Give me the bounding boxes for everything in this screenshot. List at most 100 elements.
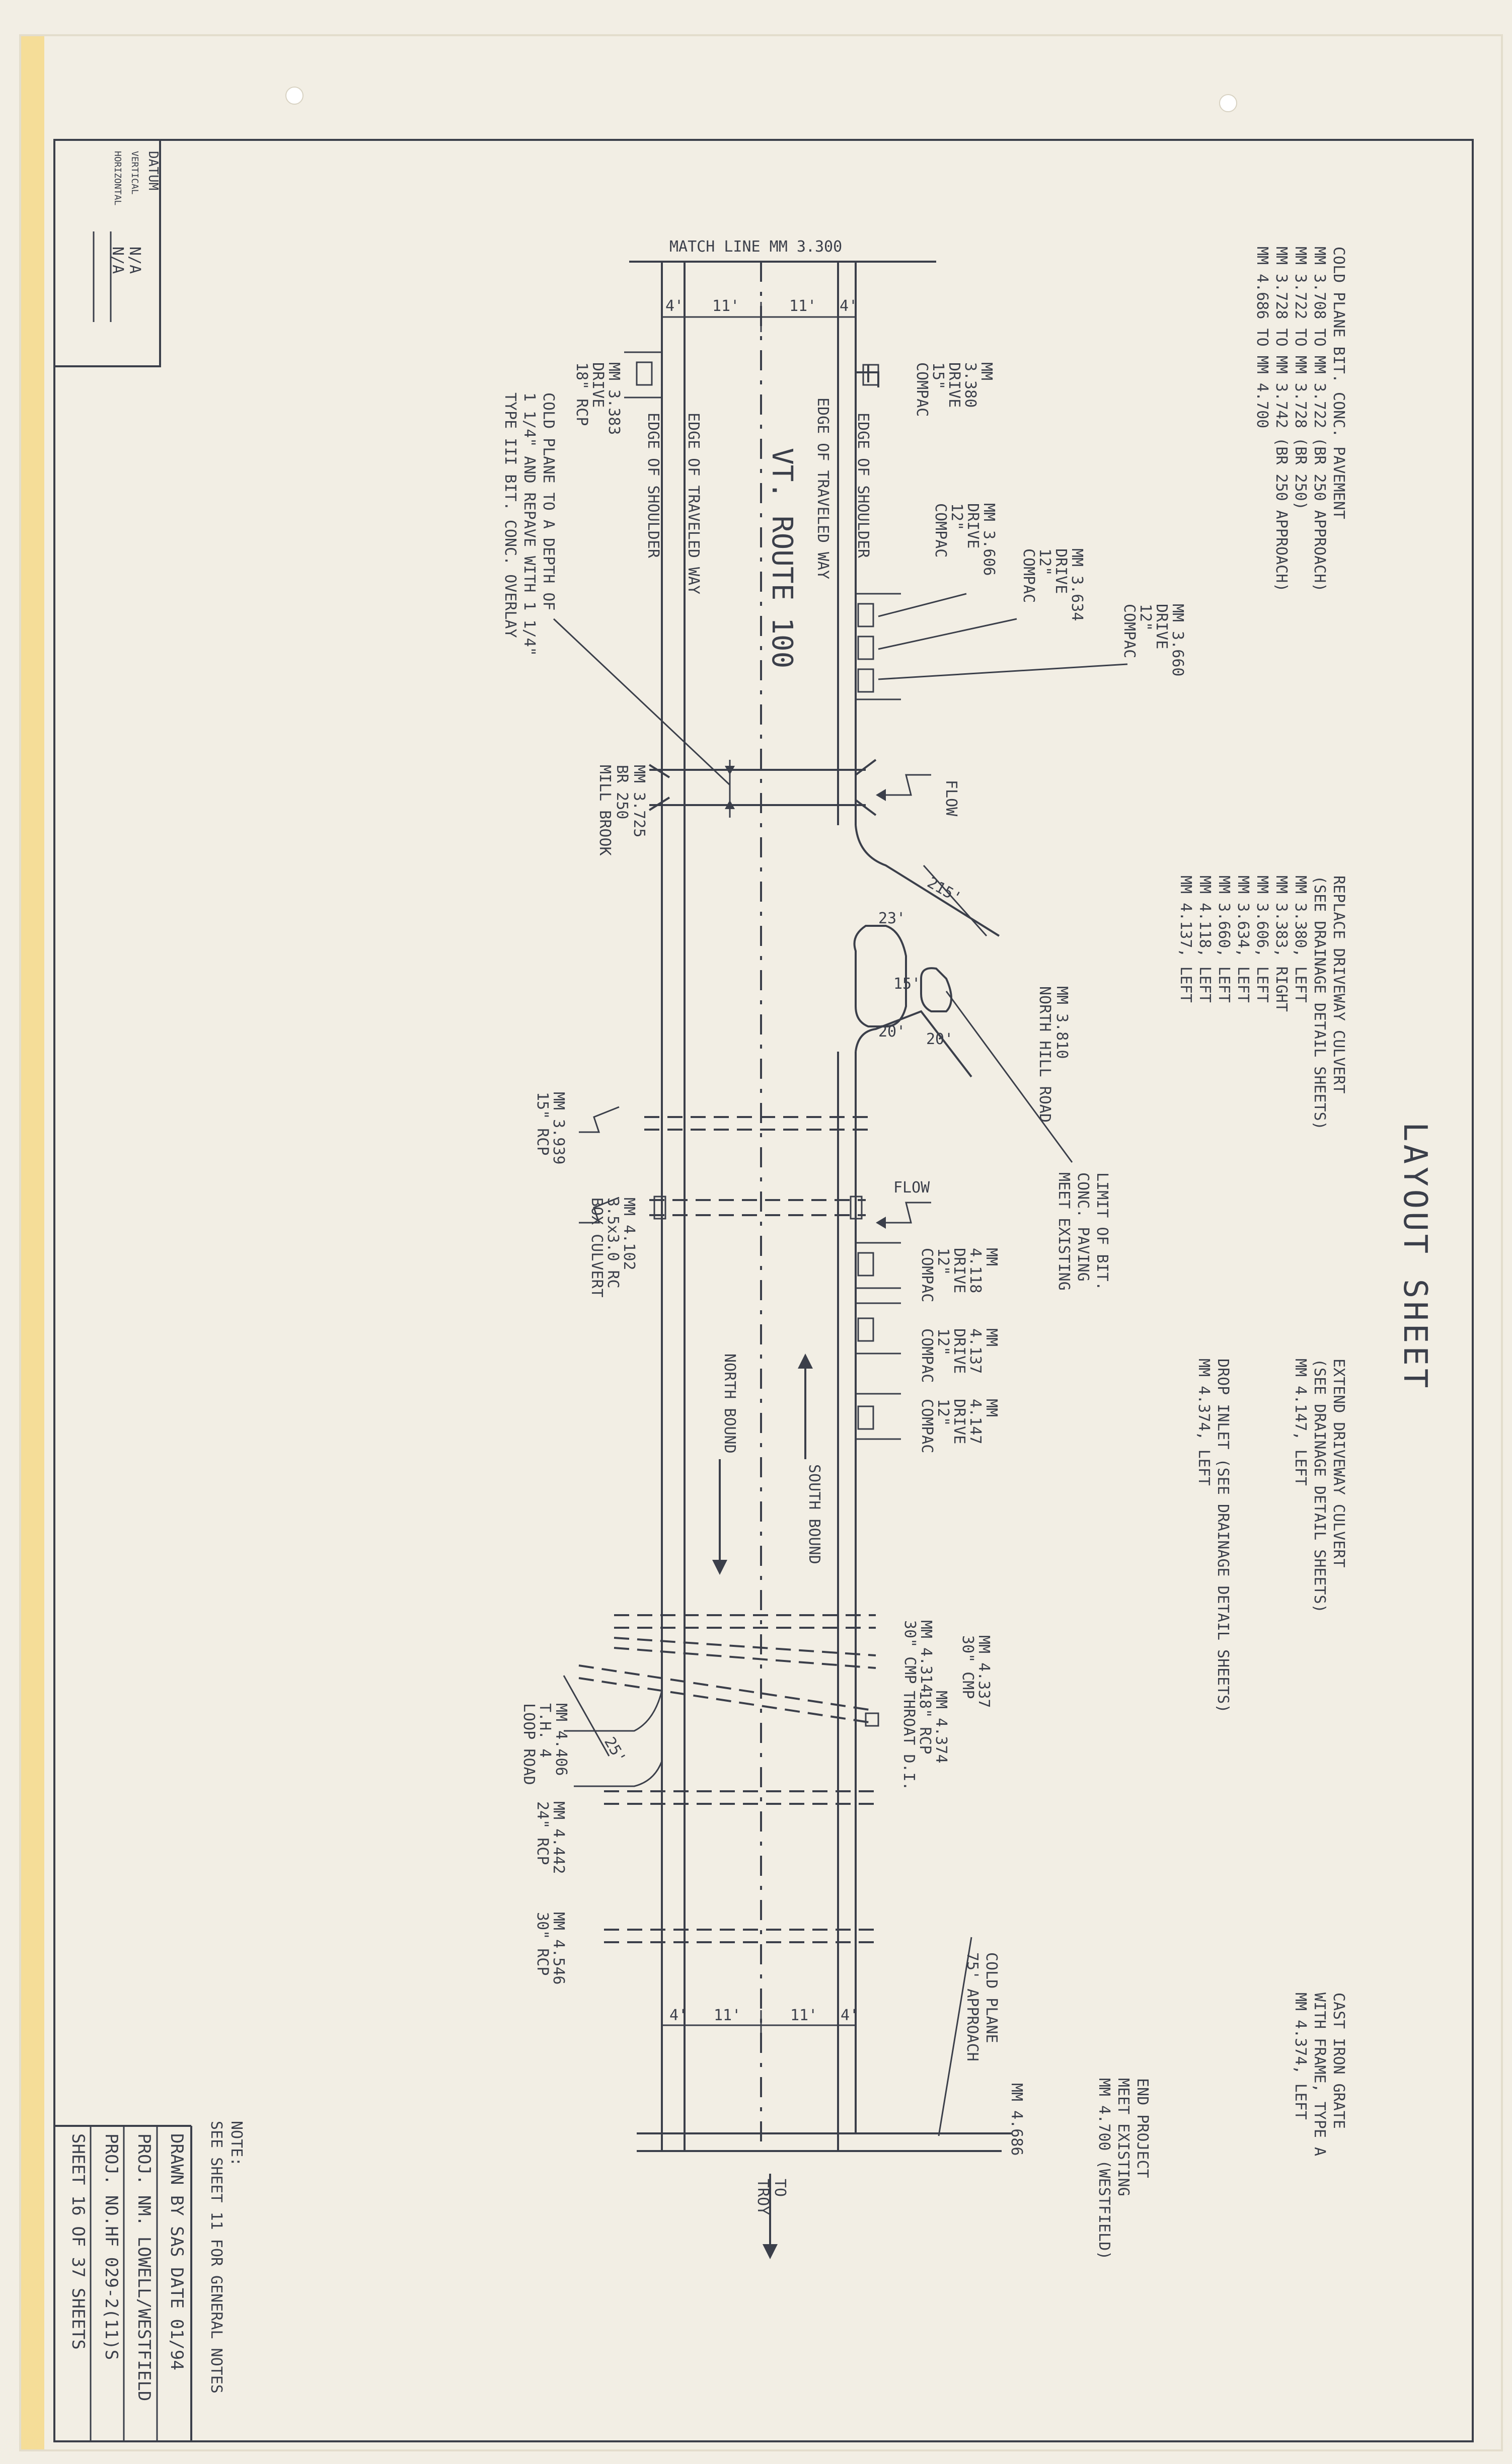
north-bound-label: NORTH BOUND — [721, 1354, 738, 1454]
title-block: DRAWN BY SAS DATE 01/94 PROJ. NM. LOWELL… — [54, 2125, 192, 2441]
dim-top-3: 11' — [789, 297, 816, 315]
replace-culvert-heading: REPLACE DRIVEWAY CULVERT — [1330, 876, 1347, 1093]
drive-3380-line-1: MM — [977, 362, 995, 380]
culvert-4337-line-2: 30" CMP — [959, 1635, 976, 1699]
drive-4137-line-1: MM — [982, 1328, 1000, 1346]
dim-20b: 20' — [926, 1030, 953, 1048]
culvert-3939-label: MM 3.939 15" RCP — [534, 1092, 567, 1165]
drive-4137-line-5: COMPAC — [918, 1328, 936, 1383]
edge-of-traveled-way-label-right: EDGE OF TRAVELED WAY — [685, 413, 702, 594]
drive-3606-label: MM 3.606 DRIVE 12" COMPAC — [932, 503, 998, 576]
drive-3660-line-4: COMPAC — [1120, 604, 1138, 658]
culvert-4374 — [578, 1664, 876, 1712]
cold-plane-line-1: MM 3.708 TO MM 3.722 (BR 250 APPROACH) — [1311, 247, 1328, 592]
drive-3634-label: MM 3.634 DRIVE 12" COMPAC — [1020, 548, 1086, 621]
flow-label-2: FLOW — [893, 1179, 930, 1197]
extend-culvert-line-1: MM 4.147, LEFT — [1292, 1359, 1309, 1486]
drive-4137-label: MM 4.137 DRIVE 12" COMPAC — [918, 1328, 1000, 1383]
grate-notes: CAST IRON GRATE WITH FRAME, TYPE A MM 4.… — [1292, 1993, 1347, 2156]
culvert-4442-line-2: 24" RCP — [534, 1801, 551, 1865]
edge-of-shoulder-label-right: EDGE OF SHOULDER — [644, 413, 662, 559]
cold-plane-line-4: MM 4.686 TO MM 4.700 — [1253, 247, 1271, 428]
culvert-4337-label: MM 4.337 30" CMP — [959, 1635, 993, 1708]
datum-vertical-label: VERTICAL — [129, 151, 140, 195]
drop-inlet-line-1: MM 4.374, LEFT — [1195, 1359, 1213, 1486]
drive-4147-line-3: DRIVE — [950, 1399, 968, 1444]
grate-heading: CAST IRON GRATE — [1330, 1993, 1347, 2129]
north-hill-road-intersection: 215' 23' 15' 20' 20' — [853, 825, 1073, 1163]
drive-3383-line-3: 18" RCP — [573, 362, 590, 426]
culvert-4374-line-2: 18" RCP — [916, 1691, 934, 1754]
drive-4137-line-3: DRIVE — [950, 1328, 968, 1374]
drive-3606-line-2: DRIVE — [964, 503, 981, 548]
north-hill-road-line-2: NORTH HILL ROAD — [1036, 986, 1053, 1123]
drive-4118-line-4: 12" — [934, 1248, 952, 1275]
drive-culverts — [624, 351, 901, 1440]
flow-label-1: FLOW — [942, 780, 960, 817]
bridge-label-line-2: BR 250 — [613, 765, 631, 819]
replace-culvert-line-3: MM 3.606, LEFT — [1253, 876, 1271, 1003]
datum-heading: DATUM — [145, 151, 161, 190]
punch-hole-right — [1219, 94, 1237, 112]
drive-3634-line-4: COMPAC — [1020, 548, 1037, 603]
flow-arrows — [579, 774, 931, 1229]
drive-4118-line-2: 4.118 — [966, 1248, 984, 1293]
cross-culverts — [578, 1116, 879, 1943]
grate-line-1: MM 4.374, LEFT — [1292, 1993, 1309, 2120]
drive-3634-line-1: MM 3.634 — [1068, 548, 1086, 621]
note-heading: NOTE: — [228, 2121, 245, 2166]
culvert-4102-line-1: MM 4.102 — [620, 1198, 638, 1270]
bridge-label: MM 3.725 BR 250 MILL BROOK — [596, 765, 648, 856]
drive-3383-line-2: DRIVE — [589, 362, 607, 408]
dim-bottom-2: 11' — [714, 2007, 741, 2024]
drive-3380-line-2: 3.380 — [961, 362, 979, 408]
north-hill-road-label: MM 3.810 NORTH HILL ROAD — [1036, 986, 1071, 1123]
edge-of-shoulder-label-left: EDGE OF SHOULDER — [854, 413, 872, 559]
end-project-line-3: MM 4.700 (WESTFIELD) — [1095, 2078, 1113, 2260]
datum-horizontal-label: HORIZONTAL — [112, 151, 123, 206]
dim-top-2: 11' — [712, 297, 739, 315]
cold-plane-approach-line-1: COLD PLANE — [982, 1952, 1000, 2043]
culvert-4406-line-3: LOOP ROAD — [520, 1703, 538, 1785]
culvert-4374-label: MM 4.374 18" RCP THROAT D.I. — [900, 1691, 950, 1791]
to-troy-arrow-icon — [763, 2244, 778, 2259]
culvert-4442-label: MM 4.442 24" RCP — [534, 1801, 567, 1874]
north-hill-road-line-1: MM 3.810 — [1053, 986, 1071, 1059]
culvert-4337-line-1: MM 4.337 — [975, 1635, 993, 1708]
culvert-4102-line-2: 3.5x3.0 RC — [604, 1198, 622, 1289]
bridge-label-line-3: MILL BROOK — [596, 765, 614, 856]
drive-4137-culvert — [857, 1317, 874, 1342]
replace-culvert-subheading: (SEE DRAINAGE DETAIL SHEETS) — [1311, 876, 1328, 1130]
page-title: LAYOUT SHEET — [1396, 1122, 1433, 1391]
drive-3380-line-3: DRIVE — [945, 362, 963, 408]
culvert-4102-line-3: BOX CULVERT — [588, 1198, 606, 1298]
drop-inlet-heading: DROP INLET (SEE DRAINAGE DETAIL SHEETS) — [1214, 1359, 1232, 1713]
cold-plane-depth-line-3: TYPE III BIT. CONC. OVERLAY — [501, 392, 519, 638]
general-note: NOTE: SEE SHEET 11 FOR GENERAL NOTES — [207, 2121, 245, 2394]
datum-vertical-value: N/A — [126, 247, 143, 274]
culvert-4406-label: MM 4.406 T.H. 4 LOOP ROAD — [520, 1703, 570, 1785]
culvert-4546-label: MM 4.546 30" RCP — [534, 1912, 567, 1985]
top-dimensions: 4' 11' 11' 4' — [661, 297, 858, 332]
cold-plane-depth-line-2: 1 1/4" AND REPAVE WITH 1 1/4" — [520, 392, 538, 656]
edge-of-traveled-way-label-left: EDGE OF TRAVELED WAY — [814, 398, 831, 579]
title-block-project-number: PROJ. NO.HF 029-2(11)S — [101, 2133, 121, 2360]
drive-3660-label: MM 3.660 DRIVE 12" COMPAC — [1120, 604, 1186, 677]
drive-3634-culvert — [857, 635, 874, 660]
sheet-border — [53, 139, 1474, 2442]
replace-culvert-notes: REPLACE DRIVEWAY CULVERT (SEE DRAINAGE D… — [1177, 876, 1347, 1130]
grate-subheading: WITH FRAME, TYPE A — [1311, 1993, 1328, 2156]
culvert-4442-line-1: MM 4.442 — [550, 1801, 567, 1874]
drive-3606-line-4: COMPAC — [932, 503, 949, 558]
drop-inlet-notes: DROP INLET (SEE DRAINAGE DETAIL SHEETS) … — [1195, 1359, 1232, 1713]
cold-plane-depth-note: COLD PLANE TO A DEPTH OF 1 1/4" AND REPA… — [501, 392, 557, 656]
south-bound-arrow-icon — [798, 1354, 813, 1369]
bridge-label-line-1: MM 3.725 — [630, 765, 648, 838]
note-text: SEE SHEET 11 FOR GENERAL NOTES — [207, 2121, 225, 2394]
culvert-4406-line-2: T.H. 4 — [536, 1703, 554, 1758]
drive-3380-line-4: 15" — [929, 362, 947, 389]
drive-4147-line-5: COMPAC — [918, 1399, 936, 1453]
culvert-4406-line-1: MM 4.406 — [552, 1703, 570, 1776]
to-troy-line-2: TROY — [754, 2179, 772, 2215]
